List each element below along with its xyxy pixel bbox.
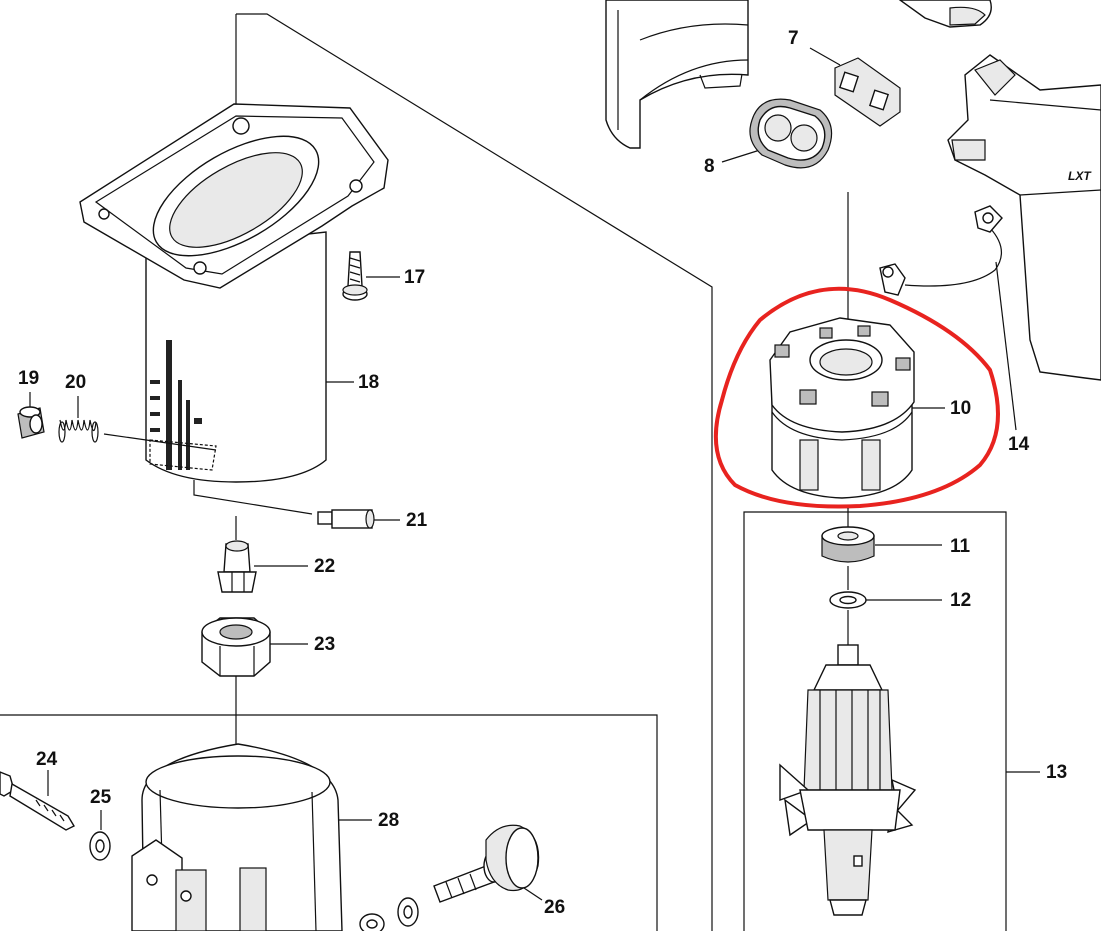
part-25-washer: [89, 810, 111, 861]
bottom-washers: [359, 897, 419, 931]
part-17-screw: [342, 251, 400, 301]
part-20-spring: [58, 396, 99, 443]
right-handle-fragment: LXT: [947, 54, 1101, 381]
part-21-pin: [317, 509, 400, 529]
callout-17: 17: [404, 267, 426, 288]
callout-23: 23: [314, 634, 336, 655]
part-14-wire-clip: [879, 205, 1017, 431]
callout-24: 24: [36, 749, 58, 770]
callout-11: 11: [950, 536, 971, 557]
callout-28: 28: [378, 810, 400, 831]
part-7-brush-plate: [809, 47, 901, 127]
callout-8: 8: [704, 156, 715, 177]
part-28-housing: [131, 743, 372, 931]
highlight-circle: [713, 286, 1000, 509]
part-19-cap: [17, 392, 45, 439]
part-24-bolt: [0, 770, 75, 831]
part-23-nut: [201, 617, 308, 778]
callout-10: 10: [950, 398, 972, 419]
callout-18: 18: [358, 372, 380, 393]
frame-lines: [0, 13, 1007, 931]
part-11-bearing: [821, 508, 942, 563]
upper-housing-fragment: [605, 0, 749, 149]
part-8-grommet: [721, 98, 833, 169]
callout-25: 25: [90, 787, 112, 808]
callout-14: 14: [1008, 434, 1030, 455]
callout-22: 22: [314, 556, 336, 577]
svg-text:LXT: LXT: [1068, 169, 1092, 183]
upper-right-fragment: [898, 0, 992, 28]
callout-19: 19: [18, 368, 40, 389]
callout-21: 21: [406, 510, 428, 531]
part-26-knob-screw: [433, 824, 543, 903]
callout-20: 20: [65, 372, 87, 393]
callout-26: 26: [544, 897, 566, 918]
part-12-washer: [829, 566, 942, 609]
part-13-armature: [779, 610, 1040, 916]
part-18-base: [79, 103, 389, 515]
callout-7: 7: [788, 28, 799, 49]
part-10-field-assembly: [769, 192, 945, 499]
depth-scale: [150, 340, 202, 470]
callout-13: 13: [1046, 762, 1068, 783]
callout-12: 12: [950, 590, 972, 611]
part-22-collet: [217, 516, 308, 593]
